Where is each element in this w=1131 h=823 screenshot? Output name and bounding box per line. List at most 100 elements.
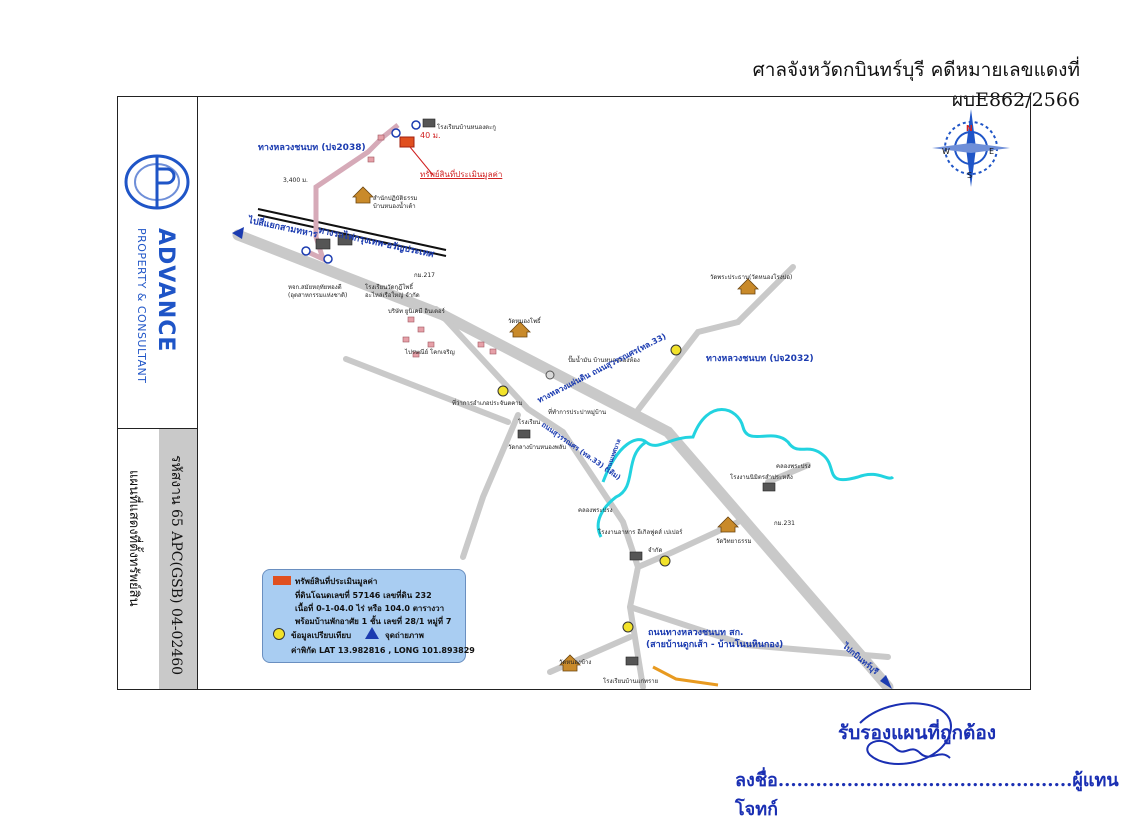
legend-compare-icon xyxy=(273,628,285,642)
label-road-right: ทางหลวงชนบท (ปจ2032) xyxy=(706,354,814,364)
side-panel xyxy=(117,96,198,690)
job-code: รหัสงาน 65 APC(GSB) 04-02460 xyxy=(168,455,184,676)
factory-icon xyxy=(629,551,643,561)
label-km217: กม.217 xyxy=(414,272,435,279)
photo-point-2 xyxy=(323,254,333,264)
label-gas-station: ปั๊มน้ำมัน บ้านหนองสองห้อง xyxy=(568,357,640,364)
road-south-b xyxy=(627,604,891,660)
map-legend: ทรัพย์สินที่ประเมินมูลค่า ที่ดินโฉนดเลขท… xyxy=(262,569,475,663)
road-right-branch xyxy=(635,264,796,413)
temple-icon xyxy=(559,654,581,672)
photo-point-3 xyxy=(391,128,401,138)
compare-marker-3 xyxy=(622,621,634,633)
factory-icon xyxy=(625,656,639,666)
label-factory-center-2: จำกัด xyxy=(648,547,663,554)
compare-marker-2 xyxy=(659,555,671,567)
label-factory-top: โรงเรียนบ้านหนองตะกู xyxy=(437,124,496,131)
subject-property-marker xyxy=(399,136,415,148)
factory-icon xyxy=(337,234,353,246)
legend-subject-swatch xyxy=(273,576,291,585)
label-factory-right: โรงงานนิมิตรสำประหลัง xyxy=(730,474,793,481)
compare-marker-4 xyxy=(670,344,682,356)
temple-icon xyxy=(717,516,739,533)
road-south-c xyxy=(635,519,741,570)
compass-n: N xyxy=(966,124,973,133)
temple-icon xyxy=(737,278,759,295)
road-town-left xyxy=(343,356,511,425)
label-school1: โรงเรียนวัดกุฎีโพธิ์ xyxy=(365,284,414,291)
label-temple-a2: บ้านหนองน้ำเต้า xyxy=(373,203,416,210)
brand-name: ADVANCE xyxy=(153,228,178,353)
label-wat-ban: วัดกลางบ้านหนองพลับ xyxy=(508,444,567,451)
label-company: บริษัท ยูนิเคมี อินเตอร์ xyxy=(388,308,445,315)
label-office1: หจก.สมัยหฤทัยทองดี xyxy=(288,284,342,291)
house-icon xyxy=(489,348,497,355)
sign-line: ลงชื่อ..................................… xyxy=(735,770,1119,820)
label-wat-nong: วัดหนองโพธิ์ xyxy=(508,318,541,325)
legend-line-3: พร้อมบ้านพักอาศัย 1 ชั้น เลขที่ 28/1 หมู… xyxy=(295,617,452,626)
highway-main xyxy=(232,229,894,689)
label-factory-center: โรงงานอาหาร อีเกิลฟูดส์ เปเปอร์ xyxy=(598,529,683,536)
label-subject: ทรัพย์สินที่ประเมินมูลค่า xyxy=(420,170,503,179)
house-icon xyxy=(412,351,420,358)
photo-point-1 xyxy=(301,246,311,256)
arrow-to-kabin xyxy=(880,675,892,689)
river xyxy=(596,408,895,538)
compare-marker-1 xyxy=(497,385,509,397)
label-market: ที่ทำการประปาหมู่บ้าน xyxy=(548,409,607,416)
label-wat-3: วัดหนองข้าง xyxy=(559,659,592,666)
compass-icon xyxy=(932,109,1010,187)
label-river-2: คลองพระปรง xyxy=(578,507,613,514)
label-road-bottom: ถนนทางหลวงชนบท สก. xyxy=(648,628,744,638)
map-frame xyxy=(117,96,1031,690)
legend-title: ทรัพย์สินที่ประเมินมูลค่า xyxy=(295,577,378,586)
code-strip xyxy=(159,429,197,689)
label-temple-a: สำนักปฏิบัติธรรม xyxy=(373,195,418,202)
house-icon xyxy=(417,326,425,333)
legend-compare: ข้อมูลเปรียบเทียบ xyxy=(291,631,352,640)
side-divider xyxy=(117,428,198,429)
house-icon xyxy=(477,341,485,348)
label-wat-2: วัดวิทยาธรรม xyxy=(716,538,752,545)
compass-s: S xyxy=(967,171,973,180)
house-icon xyxy=(377,134,385,141)
label-school1b: อะไหล่เรือใหญ่ จำกัด xyxy=(365,292,420,299)
label-school2: โรงเรียน xyxy=(518,419,541,426)
photo-point-4 xyxy=(411,120,421,130)
factory-icon xyxy=(517,429,531,439)
brand-subtitle: PROPERTY & CONSULTANT xyxy=(135,228,148,384)
factory-icon xyxy=(422,118,436,128)
house-icon xyxy=(407,316,415,323)
legend-photo: จุดถ่ายภาพ xyxy=(385,631,424,640)
court-case-header: ศาลจังหวัดกบินทร์บุรี คดีหมายเลขแดงที่ ผ… xyxy=(752,59,1080,111)
certify-text: รับรองแผนที่ถูกต้อง xyxy=(838,722,997,744)
label-river-1: คลองพระปรง xyxy=(776,463,811,470)
temple-icon xyxy=(509,321,531,338)
label-road-top: ทางหลวงชนบท (ปจ2038) xyxy=(258,143,366,153)
compass-w: W xyxy=(942,147,950,156)
road-right-lower xyxy=(765,462,811,485)
label-wat-top: วัดพระประธาน(วัดหนองโรงบ่อ) xyxy=(710,274,793,281)
label-road-bottom-2: (สายบ้านดูกเส้า - บ้านโนนหินกอง) xyxy=(646,640,784,650)
road-town-south xyxy=(460,412,521,560)
signature-scribble xyxy=(859,702,952,765)
map-canvas xyxy=(232,118,895,689)
legend-coordinates: ค่าพิกัด LAT 13.982816 , LONG 101.893829 xyxy=(291,646,475,655)
label-dist-3400: 3,400 ม. xyxy=(283,177,308,184)
label-dist-40: 40 ม. xyxy=(420,131,441,140)
legend-photo-icon xyxy=(365,627,379,641)
factory-icon xyxy=(762,482,776,492)
temple-icon xyxy=(352,186,374,204)
arrow-to-samtahan xyxy=(232,227,244,239)
house-icon xyxy=(427,341,435,348)
label-km231: กม.231 xyxy=(774,520,795,527)
label-district-office: ที่ว่าการอำเภอประจันตคาม xyxy=(452,400,523,407)
map-title: แผนที่แสดงที่ตั้งทรัพย์สิน xyxy=(126,470,141,607)
compass-e: E xyxy=(989,147,995,156)
label-post: ไปรษณีย์ โคกเจริญ xyxy=(405,349,455,356)
company-logo-icon xyxy=(124,154,190,210)
orange-road xyxy=(652,665,719,687)
house-icon xyxy=(402,336,410,343)
gas-station-icon xyxy=(545,370,555,380)
legend-line-1: ที่ดินโฉนดเลขที่ 57146 เลขที่ดิน 232 xyxy=(295,591,432,600)
